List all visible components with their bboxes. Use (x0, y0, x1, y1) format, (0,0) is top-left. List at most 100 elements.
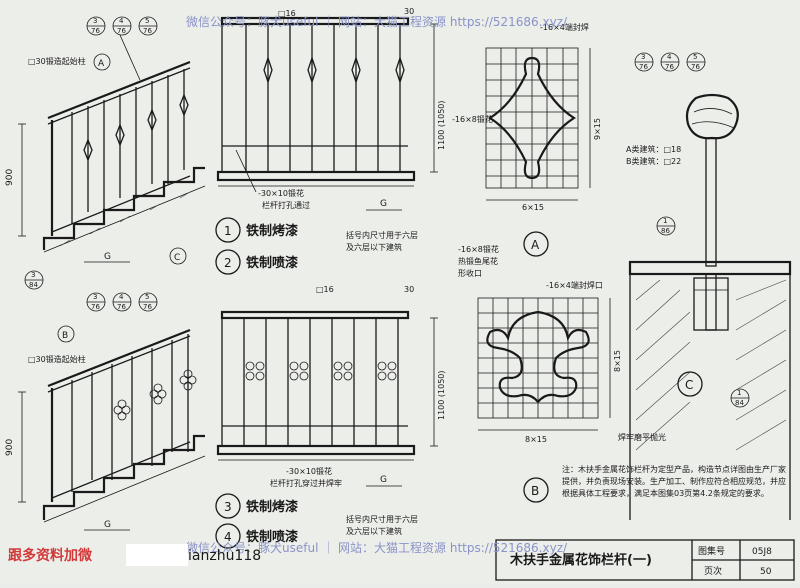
scroll-ornaments-front (245, 361, 397, 381)
stair-elevation-bottom: 900 G 3 76 4 76 5 76 B □30锻造起始柱 (5, 292, 206, 531)
ref-top-4-page: 76 (117, 27, 126, 35)
variant-2-text: 铁制喷漆 (245, 255, 298, 271)
note-text: 注：木扶手金属花饰栏杆为定型产品，构造节点详图由生产厂家提供，并负责现场安装。生… (562, 465, 786, 498)
ref-top-4-num: 4 (119, 17, 124, 25)
detail-c-ref1-84-num: 1 (737, 389, 741, 397)
variant-4-text: 铁制喷漆 (245, 529, 298, 545)
detail-c-type-b: B类建筑：□22 (626, 156, 681, 166)
g-dim-top: G (104, 252, 111, 262)
detail-b-dim-v: 8×15 (613, 350, 622, 372)
watermark-bottom: 微信公众号：豚犬useful ｜ 网站：大猫工程资源 https://52168… (186, 540, 568, 555)
detail-a-label: -16×8锻花 (452, 114, 493, 124)
detail-c: 3 76 4 76 5 76 A类建筑：□18 B类建筑：□22 1 86 C (618, 52, 792, 520)
sq16-label-top: □16 (278, 9, 296, 18)
ref-top-3-num: 3 (93, 17, 97, 25)
ref-bot-4-page: 76 (117, 303, 126, 311)
flatbar-label-top: -30×10锻花 (258, 188, 304, 198)
detail-c-ref3-page: 76 (639, 63, 648, 71)
detail-c-weld-label: 焊牢磨平抛光 (618, 432, 666, 442)
page-value: 50 (760, 567, 772, 577)
g-dim-front-bottom: G (380, 475, 387, 485)
detail-a-top-label: -16×4端封焊 (540, 22, 589, 32)
front-elevation-bottom: 1100 (1050) □16 30 G -30×10锻花 栏杆打孔穿过并焊牢 … (216, 285, 446, 536)
height-dim-top: 900 (5, 169, 15, 186)
atlas-label: 图集号 (698, 545, 725, 557)
variant-labels-bottom: 3 铁制烤漆 4 铁制喷漆 (215, 493, 298, 549)
detail-b-marker: B (531, 484, 539, 498)
variant-1-text: 铁制烤漆 (245, 223, 298, 239)
detail-c-marker: C (685, 378, 693, 392)
flatbar-label-bottom: -30×10锻花 (286, 466, 332, 476)
detail-c-ref1-84-page: 84 (735, 399, 744, 407)
front-elevation-top: 1100 (1050) □16 30 G -30×10锻花 栏杆打孔通过 括号内… (216, 7, 446, 252)
ref-bot-5-page: 76 (143, 303, 152, 311)
detail-b-dim-h: 8×15 (525, 435, 547, 444)
callout-b-marker: B (62, 331, 68, 341)
height-dim-bottom: 900 (5, 439, 15, 456)
page-label: 页次 (704, 565, 722, 577)
watermark-promo: 跟多资料加微 (8, 547, 93, 564)
ref-bot-3-num: 3 (93, 293, 97, 301)
g-dim-front-top: G (380, 199, 387, 209)
flatbar-label-top-2: 栏杆打孔通过 (262, 200, 310, 210)
detail-c-ref5-page: 76 (691, 63, 700, 71)
ref-top-5-page: 76 (143, 27, 152, 35)
watermark-blank (126, 544, 188, 566)
ref-3-84-page: 84 (29, 281, 38, 289)
sq16-label-bottom: □16 (316, 285, 334, 294)
atlas-value: 05J8 (752, 547, 772, 557)
detail-c-ref1-86-page: 86 (661, 227, 670, 235)
detail-c-ref1-86-num: 1 (663, 217, 667, 225)
paren-note-top: 括号内尺寸用于六层 (346, 230, 418, 240)
detail-a-marker: A (531, 238, 540, 252)
detail-c-ref5-num: 5 (693, 53, 697, 61)
detail-b-label: -16×8锻花 (458, 244, 499, 254)
ref-bubbles-top: 3 76 4 76 5 76 A □30锻造起始柱 C 3 84 (24, 16, 187, 290)
ref-bot-4-num: 4 (119, 293, 124, 301)
variant-2-num: 2 (224, 256, 232, 270)
variant-3-text: 铁制烤漆 (245, 499, 298, 515)
title-block: 木扶手金属花饰栏杆(一) 图集号 05J8 页次 50 (495, 539, 795, 581)
callout-a-marker: A (98, 59, 105, 69)
detail-b-label-3: 形收口 (458, 268, 482, 278)
height-dim-front-top: 1100 (1050) (437, 100, 446, 150)
paren-note-bottom-2: 及六层以下建筑 (346, 526, 402, 536)
detail-c-type-a: A类建筑：□18 (626, 144, 681, 154)
detail-c-ref4-num: 4 (667, 53, 672, 61)
detail-a: 6×15 9×15 -16×8锻花 -16×4端封焊 A (452, 22, 602, 257)
scroll-ornaments-stair (113, 369, 197, 421)
variant-1-num: 1 (224, 224, 232, 238)
watermark-top: 微信公众号：豚犬useful ｜ 网站：大猫工程资源 https://52168… (186, 14, 568, 29)
dim-30-top: 30 (404, 7, 414, 16)
watermark-id: ianzhu118 (188, 548, 261, 564)
callout-c-marker-top: C (174, 253, 180, 263)
detail-a-dim-h: 6×15 (522, 203, 544, 212)
ref-top-5-num: 5 (145, 17, 149, 25)
g-dim-bottom: G (104, 520, 111, 530)
stair-elevation-top: 900 G (5, 60, 206, 263)
drawing-title: 木扶手金属花饰栏杆(一) (509, 552, 652, 568)
variant-4-num: 4 (224, 530, 232, 544)
start-post-label-top: □30锻造起始柱 (28, 56, 86, 66)
variant-3-num: 3 (224, 500, 232, 514)
note-block: 注：木扶手金属花饰栏杆为定型产品，构造节点详图由生产厂家提供，并负责现场安装。生… (562, 465, 786, 498)
detail-b-top-label: -16×4端封焊口 (546, 280, 603, 290)
dim-30-bottom: 30 (404, 285, 414, 294)
ref-top-3-page: 76 (91, 27, 100, 35)
detail-a-dim-v: 9×15 (593, 118, 602, 140)
detail-b-label-2: 热锻鱼尾花 (458, 256, 498, 266)
paren-note-bottom: 括号内尺寸用于六层 (346, 514, 418, 524)
start-post-label-bottom: □30锻造起始柱 (28, 354, 86, 364)
ref-bot-3-page: 76 (91, 303, 100, 311)
ref-3-84-num: 3 (31, 271, 35, 279)
detail-b: 8×15 8×15 -16×8锻花 热锻鱼尾花 形收口 -16×4端封焊口 B (458, 244, 622, 503)
detail-c-ref3-num: 3 (641, 53, 645, 61)
paren-note-top-2: 及六层以下建筑 (346, 242, 402, 252)
detail-c-ref4-page: 76 (665, 63, 674, 71)
ref-bot-5-num: 5 (145, 293, 149, 301)
height-dim-front-bottom: 1100 (1050) (437, 370, 446, 420)
variant-labels-top: 1 铁制烤漆 2 铁制喷漆 (215, 217, 298, 275)
flatbar-label-bottom-2: 栏杆打孔穿过并焊牢 (270, 478, 342, 488)
